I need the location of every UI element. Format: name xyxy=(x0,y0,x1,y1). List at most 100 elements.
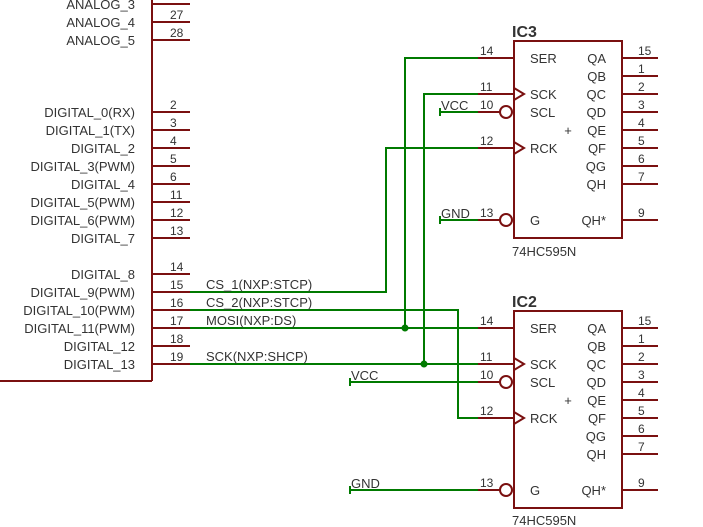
pin-label: RCK xyxy=(530,141,558,156)
ic2-pin-ser: SER 14 xyxy=(478,314,557,336)
net-label-vcc: VCC xyxy=(441,98,468,113)
ic3-body xyxy=(513,40,623,239)
ic2-pin-qe: QE 4 xyxy=(587,386,658,408)
net-label-sck: SCK(NXP:SHCP) xyxy=(206,349,308,364)
pin-number: 4 xyxy=(638,116,645,130)
pin-number: 15 xyxy=(638,314,652,328)
ic3-pin-sck: SCK 11 xyxy=(478,80,557,102)
mcu-part: ANALOG_3 26 ANALOG_4 27 ANALOG_5 28 DIGI… xyxy=(0,0,190,382)
ic2-pin-qh: QH 7 xyxy=(587,440,658,462)
pin-number: 17 xyxy=(170,314,184,328)
pin-label: SCL xyxy=(530,105,555,120)
ic3-name: IC3 xyxy=(512,24,537,41)
mcu-pin-digital-8: DIGITAL_8 14 xyxy=(71,260,190,282)
pin-label: QD xyxy=(587,375,607,390)
pin-number: 11 xyxy=(480,80,493,94)
mcu-pin-analog-3: ANALOG_3 26 xyxy=(66,0,190,12)
ic3-part: IC3 74HC595N + SER 14 SCK 11 SCL 10 RCK … xyxy=(478,24,658,259)
pin-number: 2 xyxy=(170,98,177,112)
mcu-pin-digital-6: DIGITAL_6(PWM) 12 xyxy=(31,206,190,228)
pin-number: 14 xyxy=(480,44,494,58)
ic2-body xyxy=(513,310,623,509)
pin-label: DIGITAL_6(PWM) xyxy=(31,213,136,228)
ic3-pin-scl: SCL 10 xyxy=(478,98,555,120)
pin-label: ANALOG_4 xyxy=(66,15,135,30)
mcu-pin-digital-2: DIGITAL_2 4 xyxy=(71,134,190,156)
pin-label: DIGITAL_5(PWM) xyxy=(31,195,136,210)
pin-label: DIGITAL_2 xyxy=(71,141,135,156)
pin-label: QE xyxy=(587,393,606,408)
ic2-pin-g: G 13 xyxy=(478,476,540,498)
inversion-bubble-icon xyxy=(499,213,513,227)
mcu-pin-digital-1: DIGITAL_1(TX) 3 xyxy=(46,116,190,138)
pin-label: SCK xyxy=(530,357,557,372)
ic3-pin-qd: QD 3 xyxy=(587,98,658,120)
ic3-pin-qf: QF 5 xyxy=(588,134,658,156)
pin-number: 11 xyxy=(480,350,493,364)
wire-cs1 xyxy=(190,147,502,293)
pin-number: 13 xyxy=(480,476,494,490)
pin-label: DIGITAL_1(TX) xyxy=(46,123,135,138)
mcu-pin-digital-13: DIGITAL_13 19 xyxy=(64,350,190,372)
mcu-pin-digital-4: DIGITAL_4 6 xyxy=(71,170,190,192)
pin-number: 15 xyxy=(170,278,184,292)
pin-label: ANALOG_3 xyxy=(66,0,135,12)
ic3-pin-g: G 13 xyxy=(478,206,540,228)
pin-label: DIGITAL_10(PWM) xyxy=(23,303,135,318)
pin-label: QA xyxy=(587,321,606,336)
junction-mosi xyxy=(401,324,409,332)
pin-label: ANALOG_5 xyxy=(66,33,135,48)
inversion-bubble-icon xyxy=(499,375,513,389)
pin-number: 18 xyxy=(170,332,184,346)
ic2-pin-qd: QD 3 xyxy=(587,368,658,390)
pin-number: 10 xyxy=(480,98,494,112)
pin-number: 4 xyxy=(170,134,177,148)
pin-label: DIGITAL_12 xyxy=(64,339,135,354)
pin-label: DIGITAL_4 xyxy=(71,177,135,192)
net-label-cs1: CS_1(NXP:STCP) xyxy=(206,277,312,292)
ic2-pin-qa: QA 15 xyxy=(587,314,658,336)
mcu-pin-digital-7: DIGITAL_7 13 xyxy=(71,224,190,246)
pin-number: 12 xyxy=(480,134,494,148)
pin-number: 9 xyxy=(638,206,645,220)
pin-label: QG xyxy=(586,159,606,174)
pin-number: 3 xyxy=(638,98,645,112)
ic2-part: IC2 74HC595N + SER 14 SCK 11 SCL 10 RCK … xyxy=(478,294,658,527)
pin-number: 28 xyxy=(170,26,184,40)
wire-mosi-branch xyxy=(404,57,502,328)
pin-number: 6 xyxy=(638,152,645,166)
pin-label: SER xyxy=(530,321,557,336)
pin-label: G xyxy=(530,483,540,498)
pin-label: QH* xyxy=(581,483,606,498)
ic3-pin-qg: QG 6 xyxy=(586,152,658,174)
mcu-pin-digital-10: DIGITAL_10(PWM) 16 xyxy=(23,296,190,318)
pin-label: QA xyxy=(587,51,606,66)
pin-number: 3 xyxy=(170,116,177,130)
pin-label: QF xyxy=(588,411,606,426)
pin-number: 9 xyxy=(638,476,645,490)
mcu-pin-digital-11: DIGITAL_11(PWM) 17 xyxy=(24,314,190,336)
ic2-pin-scl: SCL 10 xyxy=(478,368,555,390)
pin-label: G xyxy=(530,213,540,228)
pin-number: 26 xyxy=(170,0,184,3)
pin-label: QE xyxy=(587,123,606,138)
pin-label: QH* xyxy=(581,213,606,228)
pin-label: QD xyxy=(587,105,607,120)
pin-label: QH xyxy=(587,447,607,462)
ic3-pin-rck: RCK 12 xyxy=(478,134,558,156)
nets xyxy=(190,57,502,494)
pin-label: RCK xyxy=(530,411,558,426)
pin-label: SCL xyxy=(530,375,555,390)
ic3-plus-mark: + xyxy=(564,123,572,138)
pin-label: DIGITAL_3(PWM) xyxy=(31,159,136,174)
pin-label: DIGITAL_7 xyxy=(71,231,135,246)
net-label-gnd: GND xyxy=(441,206,470,221)
mcu-pin-digital-12: DIGITAL_12 18 xyxy=(64,332,190,354)
pin-label: SER xyxy=(530,51,557,66)
ic2-part-number: 74HC595N xyxy=(512,513,576,527)
pin-number: 3 xyxy=(638,368,645,382)
ic3-pin-ser: SER 14 xyxy=(478,44,557,66)
pin-label: DIGITAL_13 xyxy=(64,357,135,372)
net-label-mosi: MOSI(NXP:DS) xyxy=(206,313,296,328)
